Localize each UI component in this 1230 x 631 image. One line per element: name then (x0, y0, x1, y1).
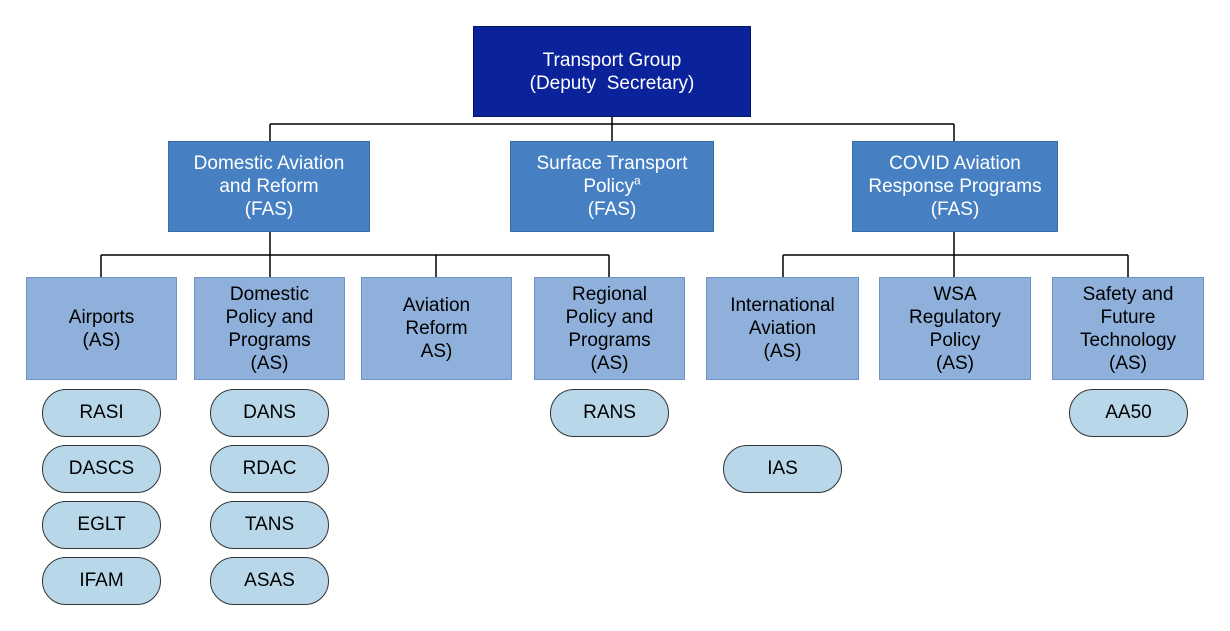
transport-group-subtitle: (Deputy Secretary) (529, 72, 695, 94)
program-pill-ias: IAS (723, 445, 842, 493)
regional-policy-branch-line: Policy and (565, 306, 654, 328)
regional-policy-branch-line: (AS) (590, 352, 629, 374)
surface-division-line2: Policy (583, 176, 634, 197)
surface-division-line2-wrap: Policya (583, 175, 640, 198)
wsa-branch-line: Regulatory (909, 306, 1001, 328)
domestic-aviation-division-box: Domestic Aviation and Reform (FAS) (168, 141, 370, 232)
surface-division-footnote: a (634, 173, 641, 188)
covid-division-line2: Response Programs (868, 176, 1042, 197)
program-pill-asas: ASAS (210, 557, 329, 605)
domestic-policy-branch-line: Programs (228, 329, 311, 351)
regional-policy-branch-line: Programs (568, 329, 651, 351)
transport-group-title: Transport Group (542, 49, 682, 71)
international-branch-line: Aviation (748, 318, 817, 339)
wsa-branch-line: (AS) (936, 352, 974, 374)
domestic-division-level: (FAS) (244, 199, 294, 220)
wsa-regulatory-branch-box: WSA Regulatory Policy (AS) (879, 277, 1031, 380)
covid-division-line1: COVID Aviation (889, 153, 1021, 174)
international-branch-line: (AS) (763, 341, 802, 362)
program-pill-dans: DANS (210, 389, 329, 437)
program-pill-rdac: RDAC (210, 445, 329, 493)
program-pill-dascs: DASCS (42, 445, 161, 493)
safety-branch-line: Technology (1079, 329, 1177, 351)
regional-policy-branch-box: Regional Policy and Programs (AS) (534, 277, 685, 380)
program-pill-rasi: RASI (42, 389, 161, 437)
domestic-division-line2: and Reform (219, 176, 319, 197)
surface-division-level: (FAS) (587, 199, 637, 220)
wsa-branch-line: WSA (933, 283, 977, 305)
program-pill-rans: RANS (550, 389, 669, 437)
airports-branch-line: Airports (68, 306, 135, 328)
domestic-policy-branch-line: Policy and (225, 306, 314, 328)
covid-aviation-division-box: COVID Aviation Response Programs (FAS) (852, 141, 1058, 232)
aviation-reform-branch-box: Aviation Reform AS) (361, 277, 512, 380)
regional-policy-branch-line: Regional (572, 283, 647, 305)
domestic-division-line1: Domestic Aviation (193, 153, 345, 174)
safety-branch-line: Safety and (1082, 283, 1174, 305)
international-aviation-branch-box: International Aviation (AS) (706, 277, 859, 380)
domestic-policy-branch-line: Domestic (229, 283, 310, 305)
program-pill-tans: TANS (210, 501, 329, 549)
safety-branch-line: Future (1100, 306, 1156, 328)
aviation-reform-branch-line: Reform (405, 318, 468, 339)
program-pill-ifam: IFAM (42, 557, 161, 605)
aviation-reform-branch-line: AS) (420, 341, 453, 362)
transport-group-box: Transport Group (Deputy Secretary) (473, 26, 751, 117)
safety-branch-line: (AS) (1109, 352, 1147, 374)
airports-branch-line: (AS) (82, 329, 121, 351)
program-pill-eglt: EGLT (42, 501, 161, 549)
aviation-reform-branch-line: Aviation (402, 295, 471, 316)
domestic-policy-branch-box: Domestic Policy and Programs (AS) (194, 277, 345, 380)
wsa-branch-line: Policy (929, 329, 981, 351)
domestic-policy-branch-line: (AS) (250, 352, 289, 374)
surface-transport-division-box: Surface Transport Policya (FAS) (510, 141, 714, 232)
airports-branch-box: Airports (AS) (26, 277, 177, 380)
international-branch-line: International (730, 295, 835, 316)
safety-technology-branch-box: Safety and Future Technology (AS) (1052, 277, 1204, 380)
surface-division-line1: Surface Transport (536, 153, 688, 174)
covid-division-level: (FAS) (930, 199, 980, 220)
program-pill-aa50: AA50 (1069, 389, 1188, 437)
